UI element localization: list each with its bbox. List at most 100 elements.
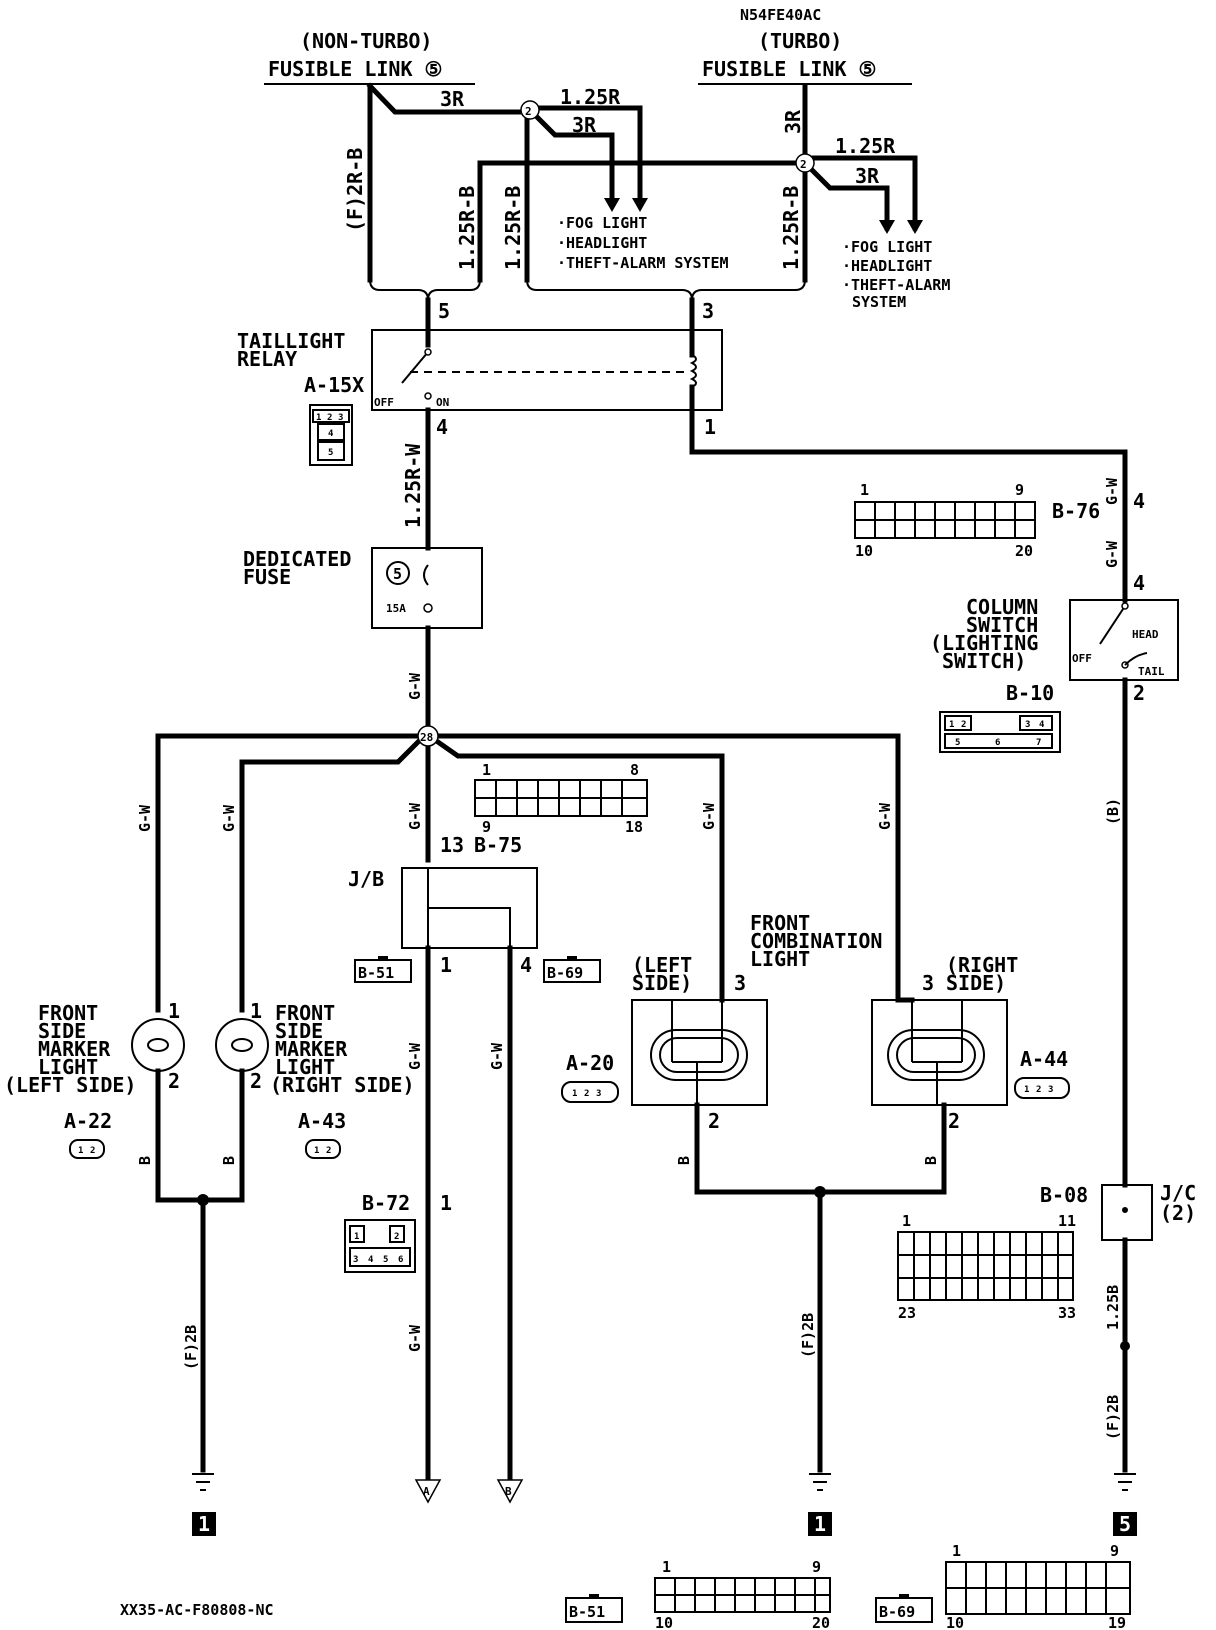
brace-right-a	[526, 279, 693, 301]
load-theft-nonturbo: ·THEFT-ALARM SYSTEM	[557, 254, 729, 272]
ground-1-center-label: 1	[814, 1512, 826, 1536]
relay-name-1: TAILLIGHT	[237, 329, 345, 353]
marker-right-name-2: SIDE	[275, 1019, 323, 1043]
relay-pin-3: 3	[702, 299, 714, 323]
connector-a20-label: A-20	[566, 1051, 614, 1075]
svg-text:2: 2	[326, 1146, 331, 1156]
wire-label-gw-c: G-W	[406, 672, 424, 700]
ground-symbol-right	[1114, 1473, 1136, 1491]
wire-label-3r-d: 3R	[855, 164, 880, 188]
wire-label-gw-j: G-W	[488, 1042, 506, 1070]
svg-text:9: 9	[812, 1558, 821, 1576]
wire-label-gw-f: G-W	[406, 802, 424, 830]
wire-label-f2rb: (F)2R-B	[343, 148, 367, 232]
ground-symbol-left	[192, 1473, 214, 1491]
offpage-a	[414, 1479, 442, 1504]
fuse-node	[423, 603, 433, 613]
splice-2-nonturbo	[520, 100, 540, 120]
wire-label-gw-g: G-W	[700, 802, 718, 830]
wire-label-125r-a: 1.25R	[560, 85, 621, 109]
marker-left-name-3: MARKER	[38, 1037, 111, 1061]
connector-b75-label: B-75	[474, 833, 522, 857]
svg-text:B-69: B-69	[879, 1603, 915, 1621]
marker-left-name-2: SIDE	[38, 1019, 86, 1043]
svg-text:3: 3	[596, 1089, 601, 1099]
arrow-1	[604, 198, 620, 212]
footer-code: XX35-AC-F80808-NC	[120, 1601, 274, 1619]
svg-text:1: 1	[860, 481, 869, 499]
svg-text:2: 2	[584, 1089, 589, 1099]
combo-name-2: COMBINATION	[750, 929, 882, 953]
b76-pin-4: 4	[1133, 489, 1145, 513]
svg-text:10: 10	[946, 1614, 964, 1630]
splice-2-turbo-label: 2	[800, 158, 807, 171]
svg-text:1: 1	[949, 720, 954, 730]
marker-left-name-4: LIGHT	[38, 1055, 98, 1079]
svg-text:2: 2	[327, 413, 332, 423]
brace-left-b	[427, 279, 481, 301]
connector-a43-label: A-43	[298, 1109, 346, 1133]
combo-right-pin-2: 2	[948, 1109, 960, 1133]
connector-a43: 1 2	[305, 1139, 341, 1159]
marker-right-name-4: LIGHT	[275, 1055, 335, 1079]
connector-a44-label: A-44	[1020, 1047, 1068, 1071]
jc-label-2: (2)	[1160, 1201, 1196, 1225]
connector-b10-label: B-10	[1006, 681, 1054, 705]
arrow-2	[632, 198, 648, 212]
relay-coil	[689, 354, 697, 388]
connector-b75: 1 8 9 18	[474, 761, 648, 836]
combo-left-pin-3: 3	[734, 971, 746, 995]
relay-on: ON	[436, 396, 449, 409]
svg-text:B-69: B-69	[547, 964, 583, 982]
svg-text:1: 1	[354, 1232, 359, 1242]
svg-text:9: 9	[482, 818, 491, 836]
wire-gw-right-marker	[239, 738, 422, 1013]
relay-pin-4: 4	[436, 415, 448, 439]
svg-text:2: 2	[90, 1146, 95, 1156]
svg-text:2: 2	[394, 1232, 399, 1242]
marker-left-pin-1: 1	[168, 999, 180, 1023]
joint-connector	[1101, 1184, 1153, 1241]
splice-2-turbo	[795, 153, 815, 173]
switch-tail: TAIL	[1138, 665, 1165, 678]
ground-1-left-label: 1	[198, 1512, 210, 1536]
load-headlight-turbo: ·HEADLIGHT	[842, 257, 932, 275]
wire-label-gw-i: G-W	[406, 1042, 424, 1070]
column-switch-name-2: SWITCH	[966, 613, 1038, 637]
brace-left-a	[369, 279, 429, 301]
svg-text:3: 3	[1048, 1085, 1053, 1095]
marker-light-left	[131, 1018, 185, 1072]
load-headlight-nonturbo: ·HEADLIGHT	[557, 234, 647, 252]
fuse-name-1: DEDICATED	[243, 547, 351, 571]
svg-text:5: 5	[328, 448, 333, 458]
svg-text:20: 20	[1015, 542, 1033, 560]
ground-5-badge	[1113, 1512, 1137, 1536]
svg-text:4: 4	[328, 429, 334, 439]
wire-label-3r-a: 3R	[440, 87, 465, 111]
connector-b08: 1 11 23 33	[897, 1212, 1076, 1322]
wire-label-gw-b: G-W	[1103, 540, 1121, 568]
svg-text:5: 5	[383, 1255, 388, 1265]
jc-node	[1122, 1207, 1128, 1213]
switch-node-top	[1121, 602, 1129, 610]
wire-label-b-d: B	[922, 1156, 940, 1165]
wire-label-gw-k: G-W	[406, 1324, 424, 1352]
wire-gw-relay-to-switch	[689, 449, 1128, 603]
switch-pin-4: 4	[1133, 571, 1145, 595]
marker-left-pin-2: 2	[168, 1069, 180, 1093]
svg-text:6: 6	[398, 1255, 403, 1265]
wire-label-3r-b: 3R	[572, 113, 597, 137]
relay-connector-a15x: 1 2 3 4 5	[309, 404, 353, 466]
arrow-4	[907, 220, 923, 234]
turbo-label: (TURBO)	[758, 29, 842, 53]
wire-label-125r-b: 1.25R	[835, 134, 896, 158]
svg-text:18: 18	[625, 818, 643, 836]
wire-label-f2b-b: (F)2B	[799, 1313, 817, 1358]
combo-right-label-2: SIDE)	[946, 971, 1006, 995]
splice-2-nonturbo-label: 2	[525, 105, 532, 118]
svg-text:1: 1	[482, 761, 491, 779]
combo-left-pin-2: 2	[708, 1109, 720, 1133]
dedicated-fuse-box	[371, 547, 483, 629]
column-switch-name-1: COLUMN	[966, 595, 1038, 619]
